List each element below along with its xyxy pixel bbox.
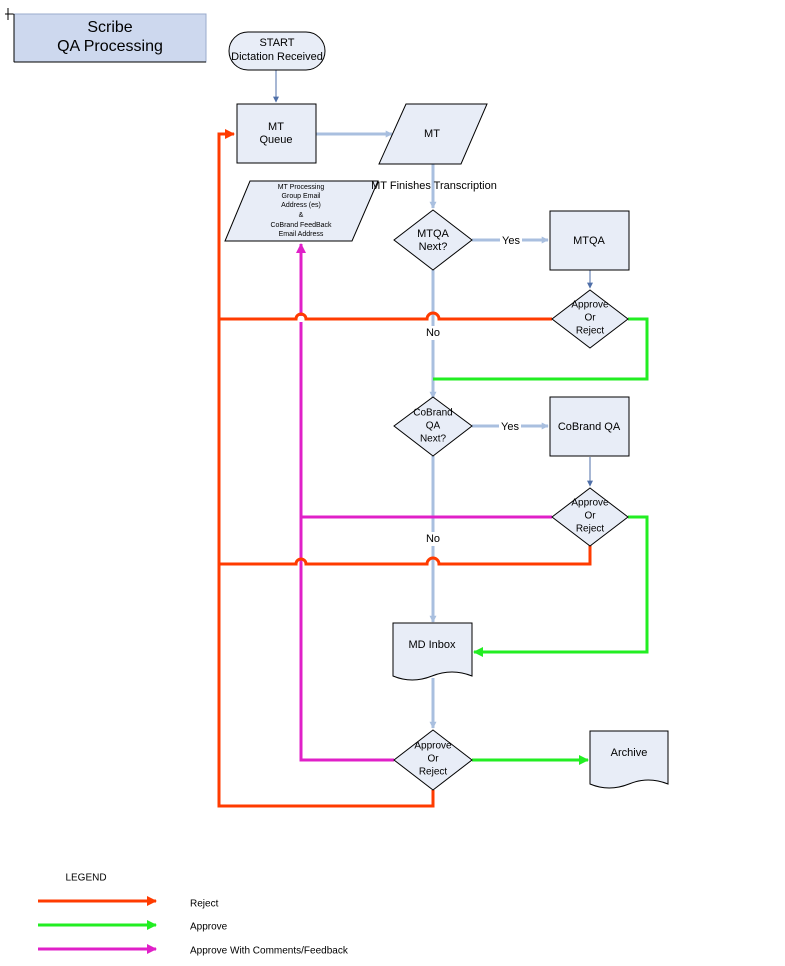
legend-reject-label: Reject — [190, 899, 219, 910]
approve-connectors — [433, 317, 649, 765]
email-line-3: Address (es) — [281, 202, 321, 209]
archive-node: Archive — [589, 730, 669, 789]
cobrand-next-line-3: Next? — [420, 434, 447, 445]
mtqa-next-line-2: Next? — [419, 241, 448, 253]
approve1-line-2: Or — [584, 313, 596, 324]
email-line-5: CoBrand FeedBack — [270, 222, 332, 229]
approve1-line-3: Reject — [576, 326, 605, 337]
legend-approve-label: Approve — [190, 922, 228, 933]
mt-queue-line-2: Queue — [259, 134, 292, 146]
start-line-1: START — [259, 37, 294, 49]
cobrand-qa-label: CoBrand QA — [558, 421, 621, 433]
no-label-2: No — [426, 533, 440, 545]
mt-finishes-label: MT Finishes Transcription — [371, 180, 497, 192]
mtqa-next-line-1: MTQA — [417, 228, 449, 240]
title-line-1: Scribe — [87, 19, 132, 36]
cobrand-qa-node: CoBrand QA — [549, 396, 630, 457]
mtqa-label: MTQA — [573, 235, 605, 247]
approve3-line-1: Approve — [414, 741, 452, 752]
legend-feedback-label: Approve With Comments/Feedback — [190, 946, 349, 957]
yes-label-1: Yes — [502, 235, 520, 247]
md-inbox-label: MD Inbox — [408, 639, 456, 651]
md-inbox-node: MD Inbox — [392, 622, 473, 681]
approve-reject-decision-3: Approve Or Reject — [393, 729, 473, 791]
title-box: Scribe QA Processing — [5, 8, 207, 63]
start-line-2: Dictation Received — [231, 51, 323, 63]
approve-reject-decision-1: Approve Or Reject — [551, 289, 629, 349]
no-label-1: No — [426, 327, 440, 339]
mtqa-next-decision: MTQA Next? — [393, 209, 473, 271]
thin-connectors — [273, 70, 593, 487]
email-address-node: MT Processing Group Email Address (es) &… — [224, 180, 379, 242]
mtqa-node: MTQA — [549, 210, 630, 271]
approve-reject-decision-2: Approve Or Reject — [551, 487, 629, 547]
cobrand-next-line-2: QA — [426, 421, 441, 432]
approve3-line-2: Or — [427, 754, 439, 765]
approve3-line-3: Reject — [419, 767, 448, 778]
approve2-line-3: Reject — [576, 524, 605, 535]
reject-connectors — [217, 129, 592, 808]
email-line-6: Email Address — [279, 231, 324, 238]
email-line-1: MT Processing — [278, 184, 325, 191]
approve2-line-2: Or — [584, 511, 596, 522]
mt-label: MT — [424, 128, 440, 140]
mt-queue-node: MT Queue — [236, 103, 317, 164]
email-line-4: & — [299, 212, 304, 219]
legend: LEGEND Reject Approve Approve With Comme… — [38, 873, 349, 957]
approve1-line-1: Approve — [571, 300, 609, 311]
cobrand-next-decision: CoBrand QA Next? — [393, 396, 473, 457]
title-line-2: QA Processing — [57, 38, 163, 55]
approve2-line-1: Approve — [571, 498, 609, 509]
cobrand-next-line-1: CoBrand — [413, 408, 452, 419]
mt-queue-line-1: MT — [268, 121, 284, 133]
legend-title: LEGEND — [65, 873, 106, 884]
email-line-2: Group Email — [282, 193, 321, 200]
archive-label: Archive — [611, 747, 648, 759]
yes-label-2: Yes — [501, 421, 519, 433]
feedback-connectors — [296, 243, 552, 762]
mt-node: MT — [378, 103, 488, 165]
start-node: START Dictation Received — [228, 31, 326, 71]
